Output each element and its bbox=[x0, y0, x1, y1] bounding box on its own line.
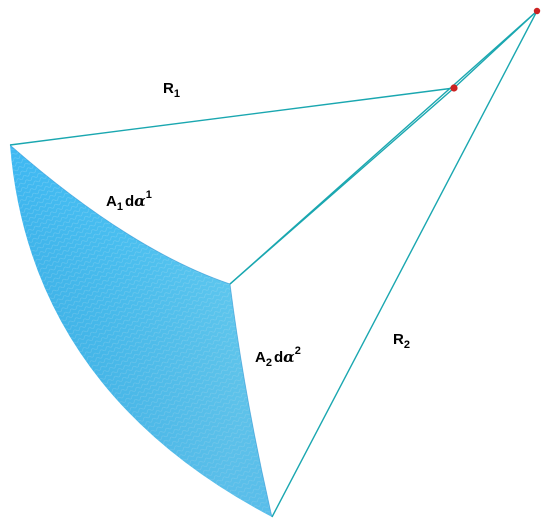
center-of-curvature-1-dot bbox=[450, 84, 458, 92]
radius-line-r2-outer bbox=[271, 10, 538, 518]
radius-line-r1-outer bbox=[9, 87, 455, 146]
center-of-curvature-2-dot bbox=[533, 7, 541, 15]
radius-line-r2-inner bbox=[229, 10, 538, 285]
label-r2: R2 bbox=[393, 331, 410, 351]
label-r1: R1 bbox=[163, 80, 180, 100]
